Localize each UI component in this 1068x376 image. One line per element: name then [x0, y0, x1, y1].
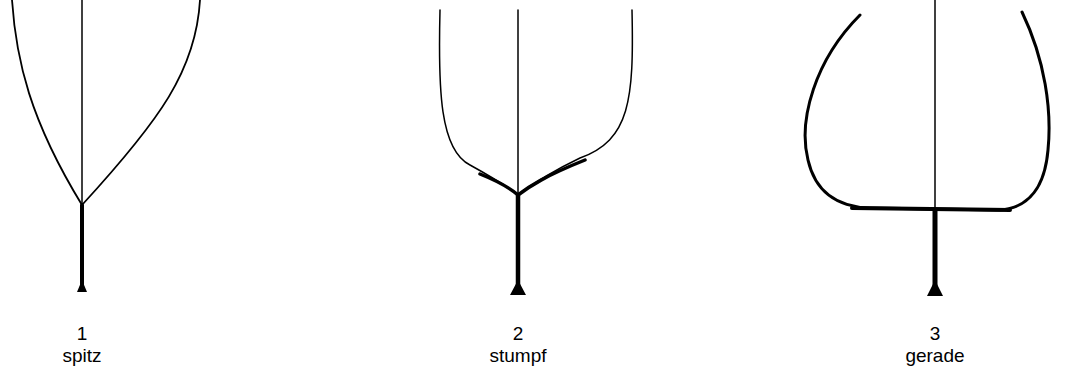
- midrib: [81, 0, 83, 210]
- vein: [518, 10, 632, 195]
- base-line: [852, 208, 1010, 210]
- figure-number: 2: [513, 324, 524, 345]
- figure-number: 3: [930, 324, 941, 345]
- petiole-foot: [510, 280, 526, 295]
- petiole-foot: [927, 280, 943, 296]
- vein: [12, 0, 82, 205]
- petiole-foot: [77, 280, 87, 292]
- vein-base: [480, 160, 585, 195]
- vein: [82, 0, 200, 205]
- leaf-outline: [805, 12, 1049, 210]
- figure-caption: spitz: [62, 346, 101, 367]
- figure-number: 1: [77, 324, 88, 345]
- vein: [439, 10, 518, 195]
- figure-caption: gerade: [905, 346, 964, 367]
- petiole: [80, 205, 84, 290]
- figure-caption: stumpf: [489, 346, 546, 367]
- midrib: [517, 10, 519, 198]
- petiole: [933, 210, 938, 290]
- petiole: [516, 195, 521, 290]
